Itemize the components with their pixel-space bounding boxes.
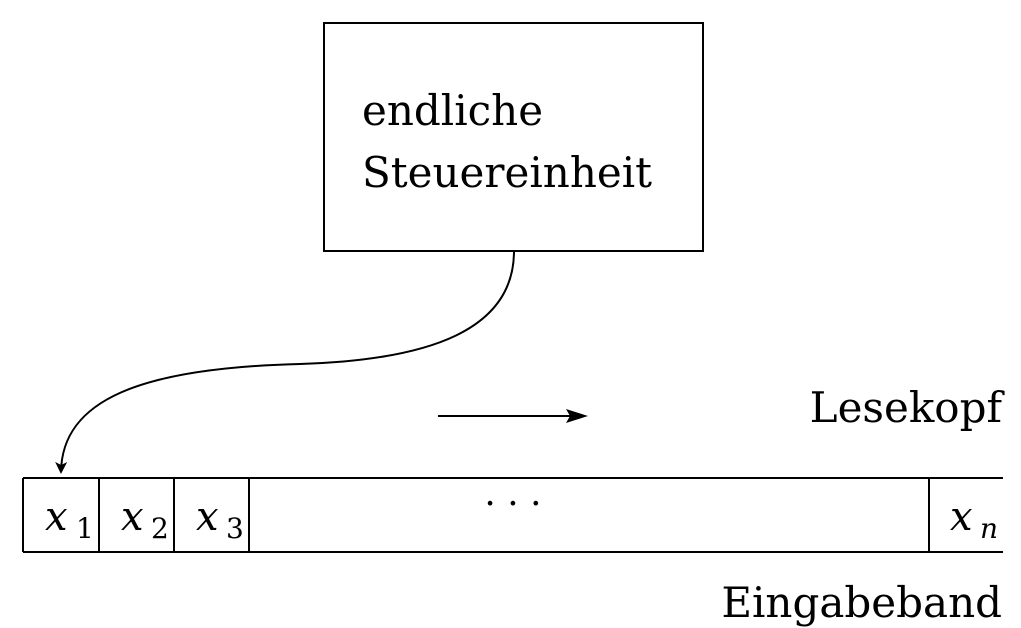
tape-ellipsis: · · ·	[484, 484, 541, 525]
control-unit: endliche Steuereinheit	[323, 22, 704, 252]
tape-cell-1-var: x	[45, 494, 68, 540]
read-head-connector	[55, 250, 515, 474]
tape-cell-3-sub: 3	[226, 512, 244, 545]
tape-cell-last-sub: n	[980, 512, 998, 545]
read-head-label: Lesekopf	[810, 383, 1006, 432]
tape-cell-2-var: x	[121, 494, 144, 540]
tape-cell-last: x n	[950, 494, 998, 545]
tape-cell-3: x 3	[196, 494, 244, 545]
control-unit-box	[323, 22, 704, 252]
control-unit-label-line2: Steuereinheit	[362, 148, 652, 197]
read-direction-arrow	[438, 409, 588, 423]
input-tape: x 1 x 2 x 3 · · · x n	[22, 477, 1003, 553]
control-unit-label-line1: endliche	[362, 86, 543, 135]
tape-cell-1-sub: 1	[76, 512, 94, 545]
input-tape-label: Eingabeband	[721, 578, 1002, 627]
tape-cell-last-var: x	[950, 494, 973, 540]
tape-cell-3-var: x	[196, 494, 219, 540]
tape-cell-2-sub: 2	[151, 512, 169, 545]
tape-cell-1: x 1	[45, 494, 94, 545]
tape-cell-2: x 2	[121, 494, 169, 545]
read-direction-arrowhead	[566, 409, 588, 423]
